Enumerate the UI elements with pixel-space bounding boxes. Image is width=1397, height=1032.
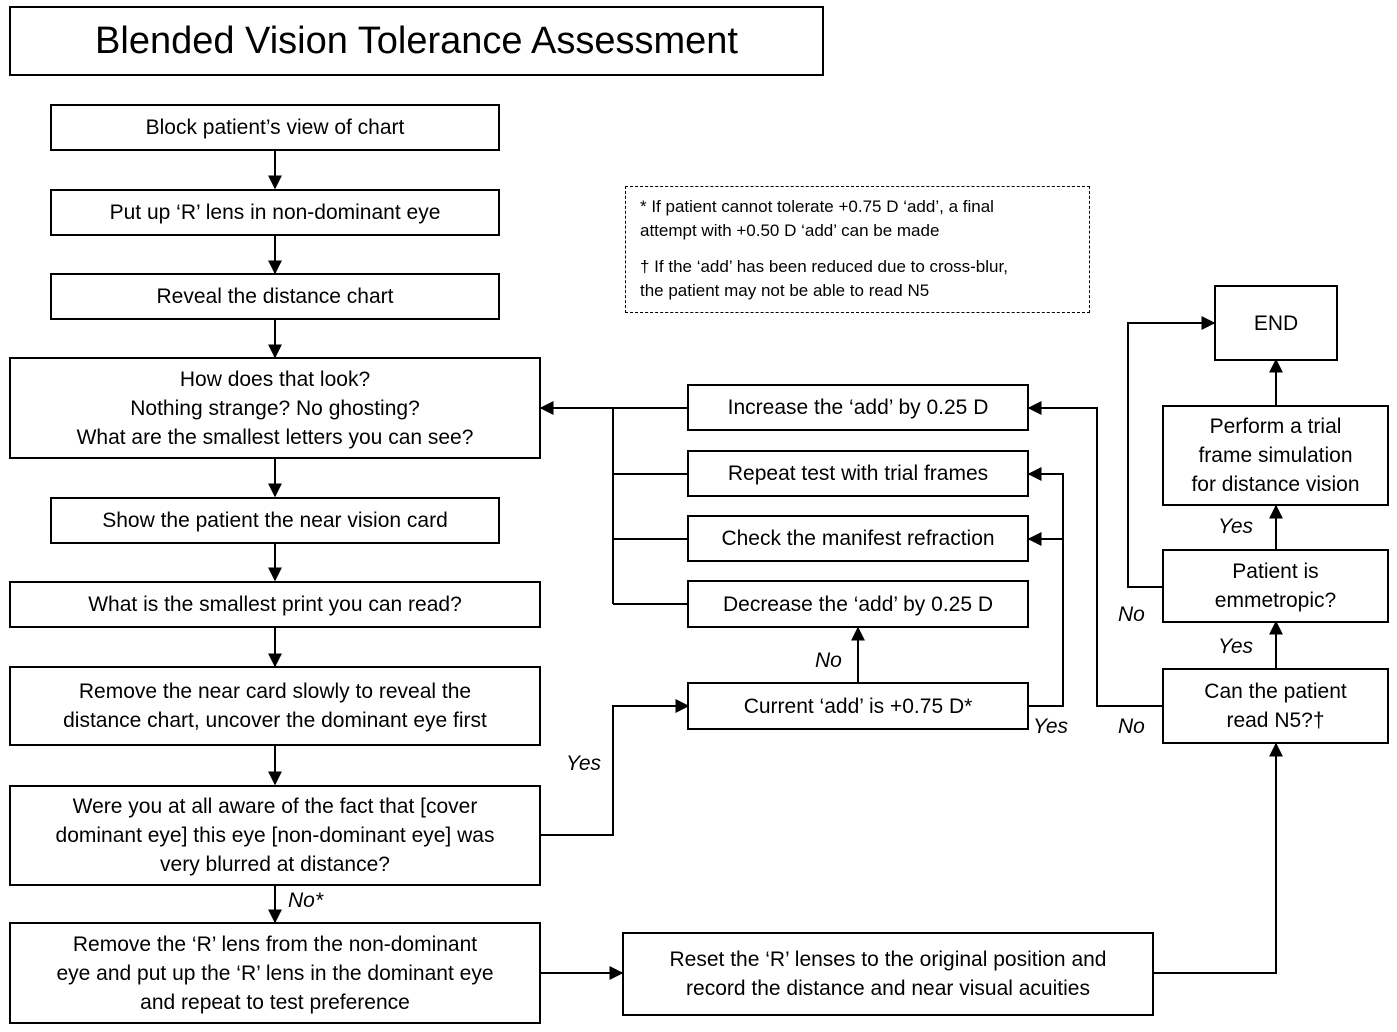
step-check-refraction: Check the manifest refraction	[687, 515, 1029, 562]
label-no-star: No*	[288, 889, 324, 912]
step-reset-lenses: Reset the ‘R’ lenses to the original pos…	[622, 932, 1154, 1016]
step-increase-add: Increase the ‘add’ by 0.25 D	[687, 384, 1029, 431]
step-line: Increase the ‘add’ by 0.25 D	[727, 396, 989, 419]
step-put-up-lens: Put up ‘R’ lens in non-dominant eye	[50, 189, 500, 236]
step-block-view: Block patient’s view of chart	[50, 104, 500, 151]
step-line: emmetropic?	[1214, 589, 1337, 612]
step-line: Check the manifest refraction	[721, 527, 995, 550]
diagram-title-text: Blended Vision Tolerance Assessment	[95, 20, 738, 62]
label-yes-n5: Yes	[1218, 635, 1254, 658]
step-read-n5: Can the patient read N5?†	[1162, 668, 1389, 744]
step-line: Nothing strange? No ghosting?	[130, 396, 420, 420]
diagram-title: Blended Vision Tolerance Assessment	[9, 6, 824, 76]
step-line: record the distance and near visual acui…	[686, 977, 1090, 1000]
step-current-add: Current ‘add’ is +0.75 D*	[687, 682, 1029, 730]
step-line: How does that look?	[179, 367, 371, 391]
step-show-card: Show the patient the near vision card	[50, 497, 500, 544]
arrow-current-yes	[1027, 467, 1064, 707]
step-line: frame simulation	[1198, 444, 1353, 467]
step-line: Repeat test with trial frames	[727, 462, 989, 485]
arrow-emm-no	[1127, 316, 1216, 588]
step-line: Show the patient the near vision card	[102, 509, 448, 532]
step-repeat-test: Repeat test with trial frames	[687, 450, 1029, 497]
step-line: Reveal the distance chart	[156, 285, 394, 308]
step-reveal-chart: Reveal the distance chart	[50, 273, 500, 320]
arrow-aware-yes	[540, 699, 690, 836]
step-line: dominant eye] this eye [non-dominant eye…	[55, 824, 495, 847]
step-line: Decrease the ‘add’ by 0.25 D	[722, 592, 994, 616]
step-line: Remove the near card slowly to reveal th…	[78, 680, 472, 703]
footnote-line: * If patient cannot tolerate +0.75 D ‘ad…	[640, 197, 994, 216]
step-decrease-add: Decrease the ‘add’ by 0.25 D	[687, 580, 1029, 628]
step-line: Patient is	[1232, 560, 1319, 583]
step-end: END	[1214, 285, 1338, 361]
step-line: END	[1253, 311, 1299, 335]
step-line: and repeat to test preference	[140, 990, 410, 1014]
label-no-n5: No	[1118, 715, 1145, 738]
step-line: Remove the ‘R’ lens from the non-dominan…	[72, 932, 478, 956]
step-line: for distance vision	[1191, 473, 1360, 496]
step-line: read N5?†	[1226, 709, 1325, 732]
step-line: Current ‘add’ is +0.75 D*	[743, 694, 973, 718]
step-line: Were you at all aware of the fact that […	[72, 795, 478, 818]
step-line: eye and put up the ‘R’ lens in the domin…	[56, 961, 494, 985]
step-remove-card: Remove the near card slowly to reveal th…	[9, 666, 541, 746]
step-aware-question: Were you at all aware of the fact that […	[9, 785, 541, 886]
footnote-add: * If patient cannot tolerate +0.75 D ‘ad…	[640, 195, 1075, 243]
label-no-current: No	[815, 649, 842, 672]
footnote-cross-blur: † If the ‘add’ has been reduced due to c…	[640, 255, 1075, 303]
step-line: Put up ‘R’ lens in non-dominant eye	[109, 201, 441, 224]
step-line: Reset the ‘R’ lenses to the original pos…	[669, 948, 1107, 971]
footnote-line: the patient may not be able to read N5	[640, 281, 930, 300]
step-smallest-print: What is the smallest print you can read?	[9, 581, 541, 628]
label-yes-current: Yes	[1033, 715, 1069, 738]
step-remove-lens: Remove the ‘R’ lens from the non-dominan…	[9, 922, 541, 1024]
footnote-line: † If the ‘add’ has been reduced due to c…	[640, 257, 1008, 276]
label-yes-aware: Yes	[566, 752, 602, 775]
step-line: Block patient’s view of chart	[145, 116, 405, 139]
step-emmetropic: Patient is emmetropic?	[1162, 549, 1389, 623]
step-line: very blurred at distance?	[160, 853, 390, 876]
step-line: Perform a trial	[1209, 415, 1342, 438]
footnotes-box: * If patient cannot tolerate +0.75 D ‘ad…	[625, 186, 1090, 313]
step-line: What is the smallest print you can read?	[88, 593, 462, 616]
step-trial-frame: Perform a trial frame simulation for dis…	[1162, 405, 1389, 506]
step-line: What are the smallest letters you can se…	[76, 425, 474, 449]
footnote-line: attempt with +0.50 D ‘add’ can be made	[640, 221, 940, 240]
arrow-reset-to-n5	[1153, 742, 1283, 974]
label-yes-emm: Yes	[1218, 515, 1254, 538]
label-no-emm: No	[1118, 603, 1145, 626]
step-line: distance chart, uncover the dominant eye…	[63, 709, 487, 732]
arrow-n5-no	[1027, 401, 1163, 707]
step-how-look: How does that look? Nothing strange? No …	[9, 357, 541, 459]
step-line: Can the patient	[1204, 680, 1347, 703]
